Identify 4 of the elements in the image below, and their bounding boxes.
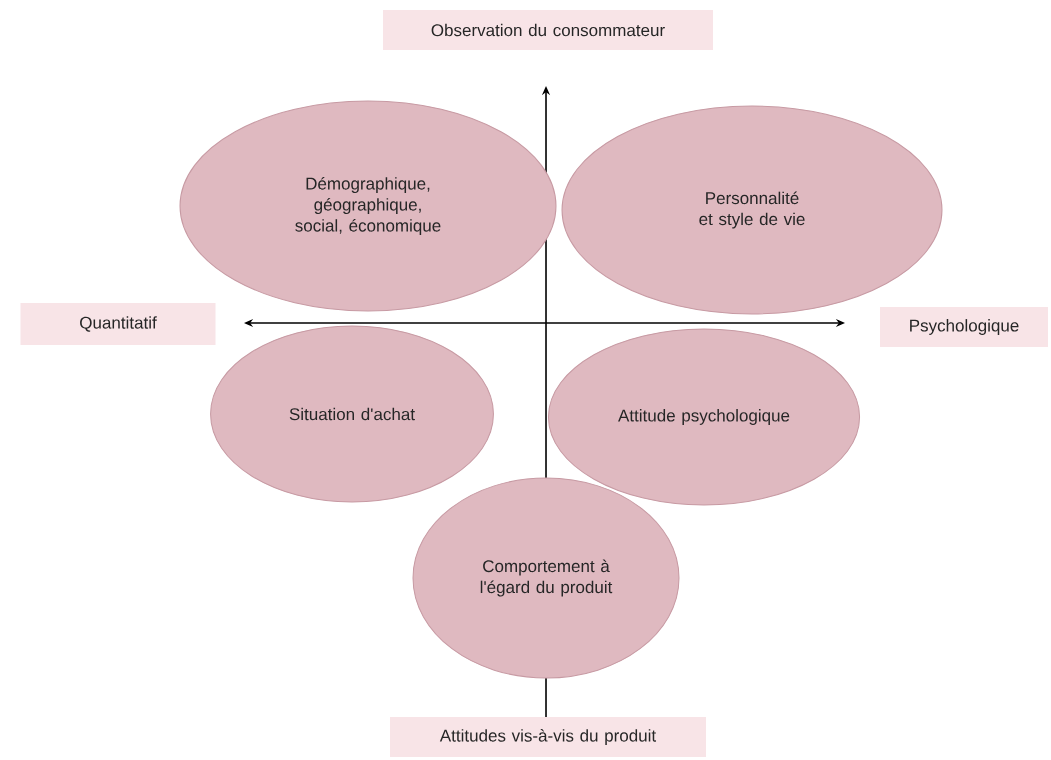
axis-label: Psychologique (880, 307, 1048, 347)
axis-label: Observation du consommateur (383, 10, 713, 50)
axis-label: Quantitatif (20, 303, 216, 345)
axis-label: Attitudes vis-à-vis du produit (390, 717, 706, 757)
